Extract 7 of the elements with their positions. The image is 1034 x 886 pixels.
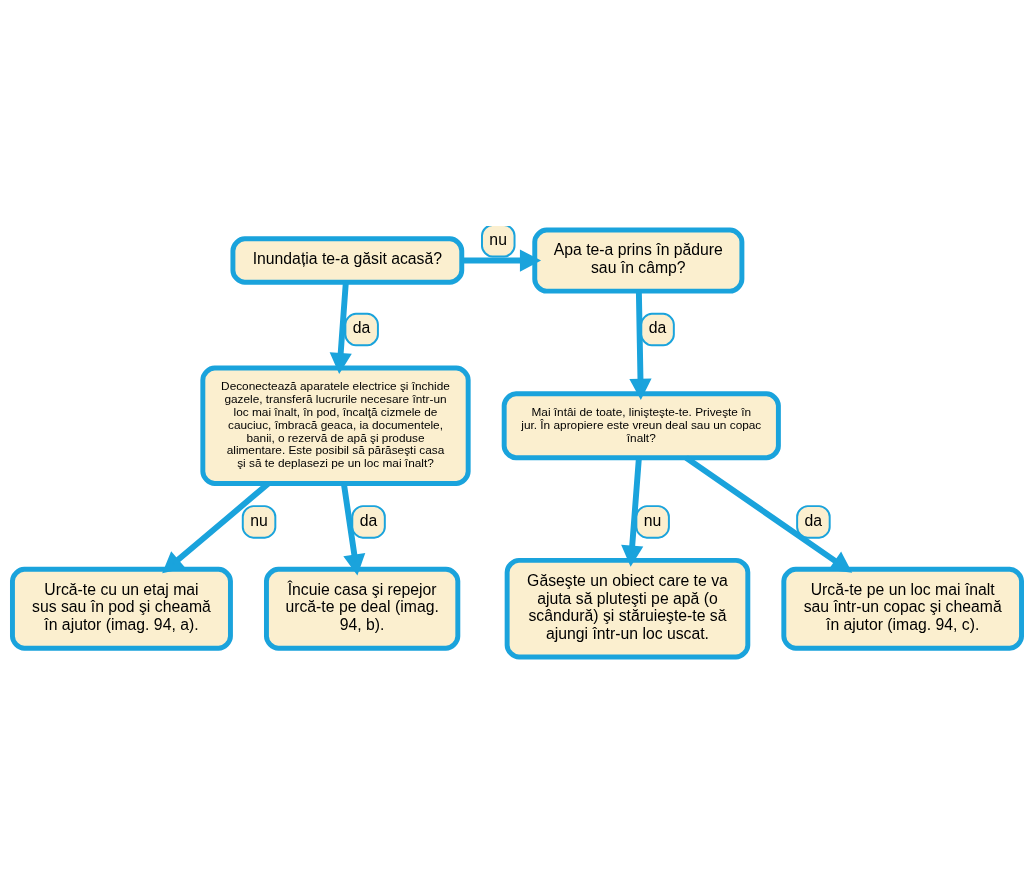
edge-label: da	[804, 511, 823, 529]
edge-label: nu	[489, 230, 507, 248]
edge-label: da	[352, 318, 371, 336]
edge-label: nu	[250, 511, 268, 529]
edge-label: da	[648, 318, 667, 336]
edge-label: nu	[643, 511, 662, 529]
edge-label: da	[359, 511, 378, 529]
